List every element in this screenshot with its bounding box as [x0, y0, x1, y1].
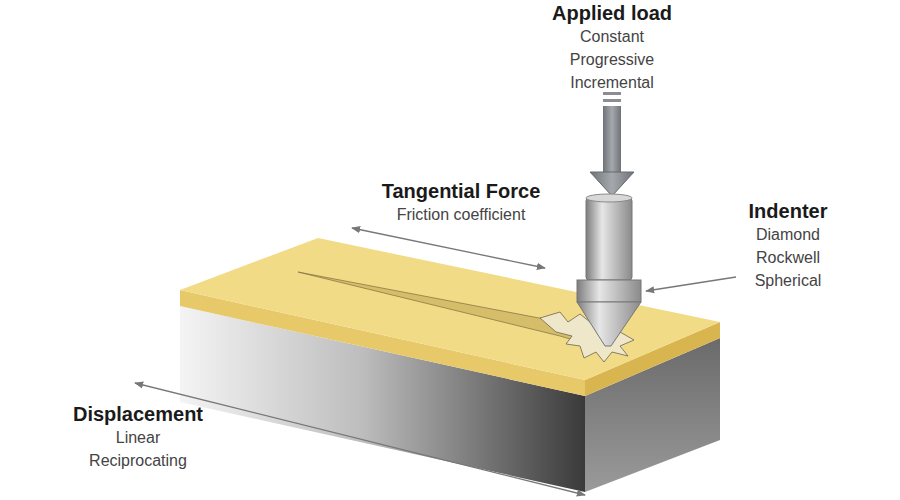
indenter-leader — [646, 277, 736, 291]
heading-label: Displacement — [73, 403, 203, 426]
option-label: Spherical — [755, 272, 822, 290]
heading-label: Indenter — [749, 200, 828, 223]
option-label: Friction coefficient — [397, 206, 526, 224]
tangential-arrow — [352, 228, 545, 268]
option-label: Constant — [580, 28, 644, 46]
indenter-tip — [577, 302, 641, 346]
heading-label: Applied load — [552, 2, 672, 25]
option-label: Diamond — [756, 226, 820, 244]
coating-top — [180, 238, 720, 380]
option-label: Progressive — [570, 51, 654, 69]
option-label: Linear — [116, 429, 160, 447]
option-label: Incremental — [570, 74, 654, 92]
scratch-track — [298, 272, 590, 345]
displacement-arrow — [135, 383, 585, 495]
indenter-body — [586, 198, 632, 280]
option-label: Rockwell — [756, 249, 820, 267]
load-arrow — [603, 106, 621, 174]
heading-label: Tangential Force — [382, 180, 541, 203]
indenter-collar — [577, 280, 641, 302]
option-label: Reciprocating — [89, 452, 187, 470]
